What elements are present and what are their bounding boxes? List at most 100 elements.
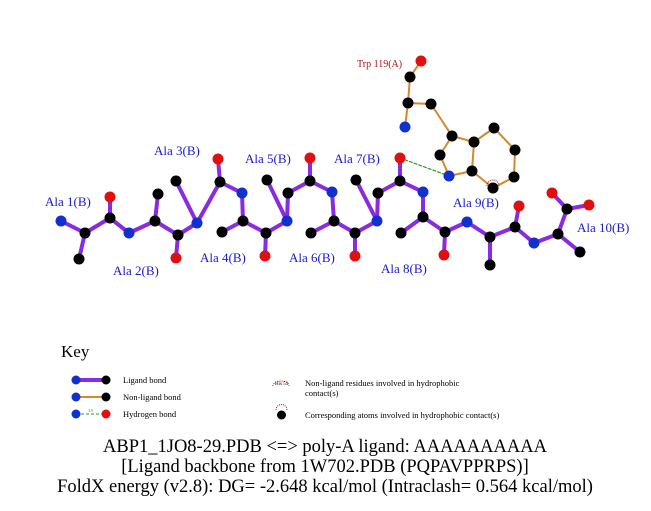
oxygen-atom: [170, 252, 182, 264]
nitrogen-atom: [443, 170, 455, 182]
carbon-atom: [172, 229, 184, 241]
key-nonligand-bond-label: Non-ligand bond: [123, 392, 182, 402]
carbon-atom: [487, 182, 499, 194]
carbon-atom: [484, 259, 496, 271]
nitrogen-atom: [417, 186, 429, 198]
residue-label-ala10: Ala 10(B): [577, 220, 629, 235]
carbon-atom: [170, 175, 182, 187]
residue-label-ala2: Ala 2(B): [113, 263, 159, 278]
carbon-atom: [282, 187, 294, 199]
key-hbond-distance-sample: 3.0: [88, 408, 93, 413]
oxygen-atom: [349, 250, 361, 262]
oxygen-atom: [304, 152, 316, 164]
carbon-atom: [561, 203, 573, 215]
residue-label-ala6: Ala 6(B): [289, 250, 335, 265]
carbon-atom: [404, 71, 416, 83]
key-hydrophobic-residues-label-line1: Non-ligand residues involved in hydropho…: [305, 378, 460, 388]
hydrogen-bond: [399, 157, 450, 177]
key-nonligand-bond-sample: [71, 392, 111, 402]
key-hydrophobic-atom-icon: [275, 404, 288, 420]
atom-layer: [55, 55, 595, 271]
residue-label-ala8: Ala 8(B): [381, 261, 427, 276]
oxygen-atom: [259, 250, 271, 262]
ligand-bond: [354, 178, 379, 223]
residue-label-ala7: Ala 7(B): [334, 151, 380, 166]
oxygen-atom: [104, 191, 116, 203]
caption-line-3: FoldX energy (v2.8): DG= -2.648 kcal/mol…: [57, 477, 593, 497]
residue-label-ala3: Ala 3(B): [154, 143, 200, 158]
carbon-atom: [395, 227, 407, 239]
carbon-atom: [434, 149, 446, 161]
key-ligand-bond-sample: [71, 375, 111, 385]
carbon-atom: [350, 174, 362, 186]
nitrogen-atom: [371, 215, 383, 227]
ligand-bond: [265, 178, 289, 223]
residue-label-ala5: Ala 5(B): [245, 151, 291, 166]
bond-layer: [59, 60, 591, 267]
key-hydrophobic-residue-icon: His 53: [272, 380, 290, 387]
carbon-atom: [488, 122, 500, 134]
carbon-atom: [446, 130, 458, 142]
residue-label-ala4: Ala 4(B): [200, 250, 246, 265]
hydrophobic-contact-marker: [486, 179, 500, 187]
oxygen-atom: [212, 153, 224, 165]
key-title: Key: [61, 342, 90, 361]
carbon-atom: [417, 211, 429, 223]
caption-line-1: ABP1_1JO8-29.PDB <=> poly-A ligand: AAAA…: [103, 437, 548, 457]
nitrogen-atom: [236, 187, 248, 199]
nitrogen-atom: [326, 186, 338, 198]
carbon-atom: [402, 97, 414, 109]
carbon-atom: [468, 136, 480, 148]
carbon-atom: [73, 253, 85, 265]
carbon-atom: [261, 174, 273, 186]
carbon-atom: [79, 227, 91, 239]
carbon-atom: [552, 228, 564, 240]
oxygen-atom: [546, 187, 558, 199]
nitrogen-atom: [461, 216, 473, 228]
oxygen-atom: [415, 55, 427, 67]
nitrogen-atom: [55, 215, 67, 227]
carbon-atom: [149, 215, 161, 227]
carbon-atom: [152, 188, 164, 200]
carbon-atom: [104, 212, 116, 224]
carbon-atom: [260, 227, 272, 239]
caption-line-2: [Ligand backbone from 1W702.PDB (PQPAVPP…: [121, 457, 529, 477]
residue-label-trp119: Trp 119(A): [357, 59, 402, 70]
nitrogen-atom: [281, 215, 293, 227]
key-hydrogen-bond-label: Hydrogen bond: [123, 409, 177, 419]
carbon-atom: [304, 175, 316, 187]
carbon-atom: [216, 226, 228, 238]
carbon-atom: [574, 246, 586, 258]
nonligand-bond: [430, 103, 453, 137]
carbon-atom: [509, 144, 521, 156]
ligand-bond: [174, 179, 199, 225]
key-hydrophobic-atoms-label: Corresponding atoms involved in hydropho…: [305, 410, 499, 420]
key-ligand-bond-label: Ligand bond: [123, 375, 167, 385]
carbon-atom: [214, 176, 226, 188]
nitrogen-atom: [191, 217, 203, 229]
residue-label-ala1: Ala 1(B): [45, 194, 91, 209]
ligand-bond: [195, 180, 222, 225]
carbon-atom: [305, 227, 317, 239]
key-hydrogen-bond-sample: 3.0: [71, 408, 111, 419]
key-hydrophobic-residues-label-line2: contact(s): [305, 388, 339, 398]
carbon-atom: [439, 226, 451, 238]
nitrogen-atom: [123, 227, 135, 239]
carbon-atom: [237, 215, 249, 227]
residue-label-ala9: Ala 9(B): [453, 195, 499, 210]
oxygen-atom: [438, 249, 450, 261]
carbon-atom: [509, 221, 521, 233]
carbon-atom: [508, 171, 520, 183]
carbon-atom: [349, 227, 361, 239]
oxygen-atom: [513, 200, 525, 212]
carbon-atom: [372, 187, 384, 199]
oxygen-atom: [583, 199, 595, 211]
key-hydrophobic-residue-sample: His 53: [275, 382, 289, 387]
carbon-atom: [466, 165, 478, 177]
nitrogen-atom: [399, 121, 411, 133]
carbon-atom: [484, 231, 496, 243]
carbon-atom: [328, 215, 340, 227]
nitrogen-atom: [528, 237, 540, 249]
carbon-atom: [425, 98, 437, 110]
